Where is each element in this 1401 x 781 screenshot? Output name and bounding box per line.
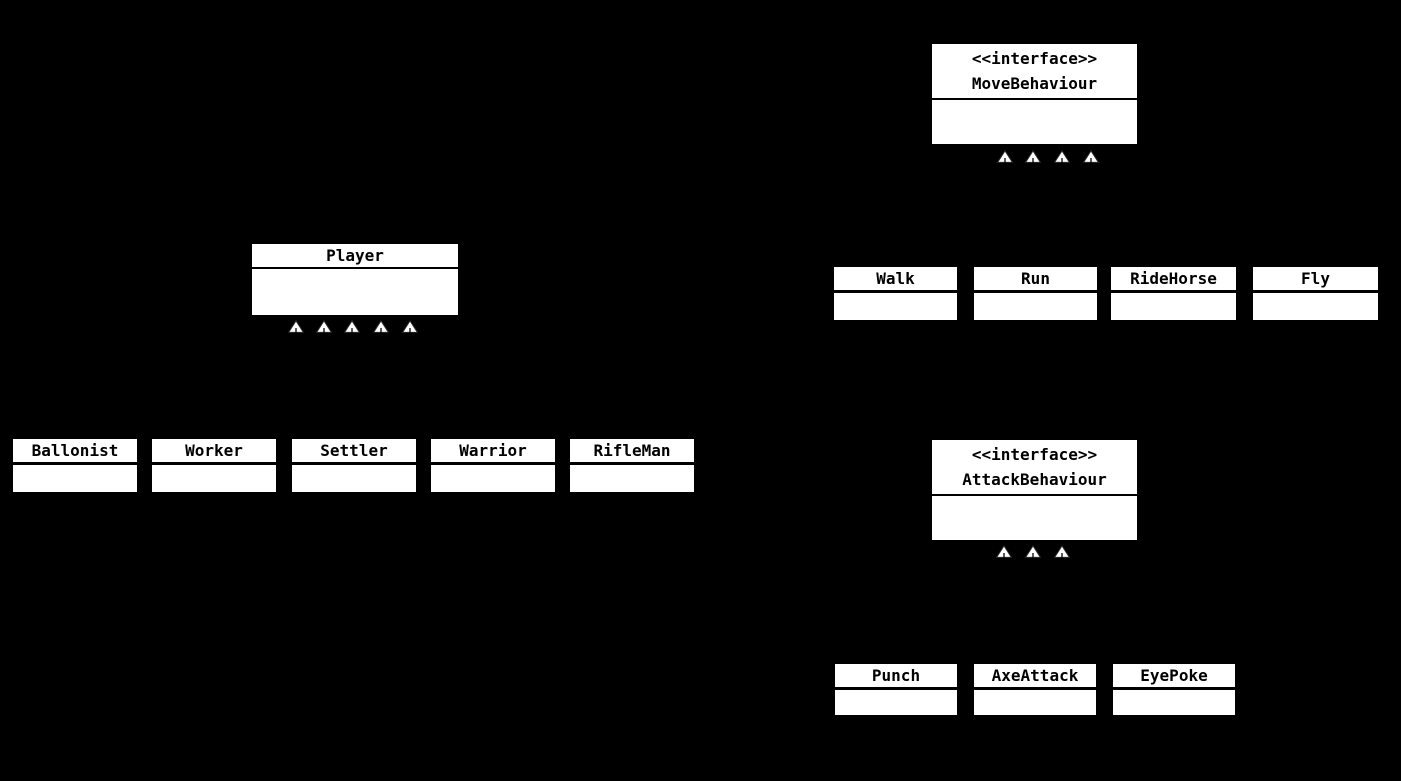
class-body-compartment xyxy=(431,465,555,492)
uml-class-worker: Worker xyxy=(150,437,278,494)
uml-class-punch: Punch xyxy=(833,662,959,717)
uml-class-rifleman: RifleMan xyxy=(568,437,696,494)
class-body-compartment xyxy=(152,465,276,492)
class-title-compartment: RifleMan xyxy=(570,439,694,465)
class-body-compartment xyxy=(834,293,957,320)
class-name-label: Ballonist xyxy=(31,441,119,460)
uml-interface-attackbehaviour: <<interface>> AttackBehaviour xyxy=(930,438,1139,542)
class-body-compartment xyxy=(974,293,1097,320)
attackbehaviour-realization-arrows-2 xyxy=(1054,545,1070,558)
attackbehaviour-realization-arrows-1 xyxy=(1025,545,1041,558)
class-body-compartment xyxy=(1253,293,1378,320)
movebehaviour-realization-arrows-3 xyxy=(1083,150,1099,163)
class-title-compartment: Worker xyxy=(152,439,276,465)
uml-class-fly: Fly xyxy=(1251,265,1380,322)
uml-class-ballonist: Ballonist xyxy=(11,437,139,494)
uml-class-walk: Walk xyxy=(832,265,959,322)
class-name-label: Walk xyxy=(876,269,915,288)
uml-class-axeattack: AxeAttack xyxy=(972,662,1098,717)
player-generalization-arrows-0 xyxy=(288,320,304,333)
class-title-compartment: Warrior xyxy=(431,439,555,465)
class-name-label: EyePoke xyxy=(1140,666,1208,685)
uml-class-eyepoke: EyePoke xyxy=(1111,662,1237,717)
uml-class-settler: Settler xyxy=(290,437,418,494)
attackbehaviour-realization-arrows-0 xyxy=(996,545,1012,558)
class-name-label: Player xyxy=(326,246,384,265)
class-body-compartment xyxy=(1111,293,1236,320)
class-body-compartment xyxy=(1113,690,1235,715)
class-title-compartment: Walk xyxy=(834,267,957,293)
player-generalization-arrows-4 xyxy=(402,320,418,333)
stereotype-label: <<interface>> xyxy=(971,445,1098,464)
stereotype-label: <<interface>> xyxy=(971,49,1098,68)
uml-interface-movebehaviour: <<interface>> MoveBehaviour xyxy=(930,42,1139,146)
class-name-label: AttackBehaviour xyxy=(962,470,1107,489)
class-title-compartment: Run xyxy=(974,267,1097,293)
class-body-compartment xyxy=(932,100,1137,144)
class-title-compartment: Fly xyxy=(1253,267,1378,293)
uml-class-run: Run xyxy=(972,265,1099,322)
class-title-compartment: Player xyxy=(252,244,458,269)
class-name-label: Punch xyxy=(871,666,921,685)
class-name-label: Fly xyxy=(1301,269,1330,288)
uml-class-warrior: Warrior xyxy=(429,437,557,494)
class-title-compartment: RideHorse xyxy=(1111,267,1236,293)
class-body-compartment xyxy=(974,690,1096,715)
class-title-compartment: EyePoke xyxy=(1113,664,1235,690)
movebehaviour-realization-arrows-0 xyxy=(997,150,1013,163)
class-body-compartment xyxy=(835,690,957,715)
class-body-compartment xyxy=(570,465,694,492)
class-name-label: Warrior xyxy=(459,441,527,460)
class-body-compartment xyxy=(13,465,137,492)
class-name-label: Settler xyxy=(320,441,388,460)
class-body-compartment xyxy=(252,269,458,315)
uml-class-player: Player xyxy=(250,242,460,317)
class-title-compartment: Punch xyxy=(835,664,957,690)
class-title-compartment: Ballonist xyxy=(13,439,137,465)
class-title-compartment: AxeAttack xyxy=(974,664,1096,690)
class-name-label: Worker xyxy=(185,441,243,460)
class-name-label: Run xyxy=(1021,269,1050,288)
player-generalization-arrows-2 xyxy=(344,320,360,333)
movebehaviour-realization-arrows-1 xyxy=(1025,150,1041,163)
player-generalization-arrows-1 xyxy=(316,320,332,333)
class-name-label: AxeAttack xyxy=(991,666,1079,685)
class-title-compartment: <<interface>> MoveBehaviour xyxy=(932,44,1137,100)
uml-class-ridehorse: RideHorse xyxy=(1109,265,1238,322)
class-name-label: MoveBehaviour xyxy=(971,74,1098,93)
class-body-compartment xyxy=(932,496,1137,540)
class-name-label: RifleMan xyxy=(593,441,671,460)
movebehaviour-realization-arrows-2 xyxy=(1054,150,1070,163)
class-title-compartment: <<interface>> AttackBehaviour xyxy=(932,440,1137,496)
class-title-compartment: Settler xyxy=(292,439,416,465)
player-generalization-arrows-3 xyxy=(373,320,389,333)
class-name-label: RideHorse xyxy=(1130,269,1217,288)
class-body-compartment xyxy=(292,465,416,492)
